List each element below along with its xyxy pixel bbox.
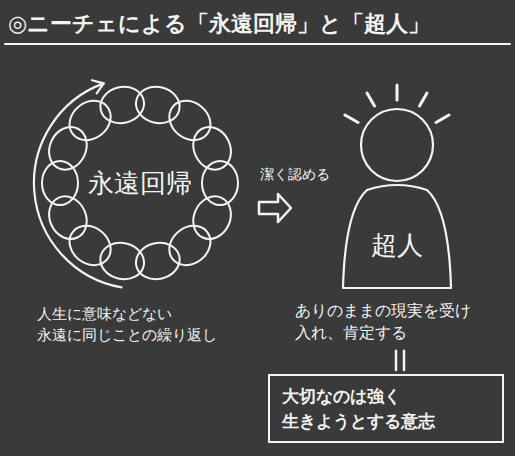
loop-ring bbox=[62, 218, 119, 274]
loop-ring bbox=[132, 239, 183, 284]
edge-label: 潔く認める bbox=[258, 166, 332, 184]
loop-ring bbox=[186, 121, 238, 176]
radiance-ray bbox=[396, 85, 399, 100]
equals-bar bbox=[403, 351, 406, 370]
block-arrow bbox=[259, 194, 291, 222]
eternal-recurrence-node: 永遠回帰人生に意味などない 永遠に同じことの繰り返し bbox=[25, 68, 255, 348]
equals-bar bbox=[395, 351, 398, 370]
node-caption: 人生に意味などない 永遠に同じことの繰り返し bbox=[37, 304, 247, 346]
box-text: 大切なのは強く 生きようとする意志 bbox=[282, 384, 490, 433]
person-head bbox=[361, 109, 433, 181]
loop-ring bbox=[97, 83, 148, 128]
connector bbox=[396, 351, 404, 370]
cycle-arrowhead bbox=[92, 80, 104, 93]
title-heading: ◎ニーチェによる「永遠回帰」と「超人」 bbox=[8, 9, 430, 39]
radiance-ray bbox=[436, 115, 449, 123]
title-underline bbox=[5, 43, 510, 45]
connector bbox=[259, 194, 291, 222]
loop-ring bbox=[186, 190, 238, 245]
superman-node: 超人ありのままの現実を受け 入れ、肯定する bbox=[295, 60, 505, 347]
node-caption: ありのままの現実を受け 入れ、肯定する bbox=[295, 300, 505, 345]
node-label: 超人 bbox=[371, 228, 423, 263]
conclusion-box: 大切なのは強く 生きようとする意志 bbox=[268, 374, 504, 443]
node-label: 永遠回帰 bbox=[88, 166, 192, 201]
radiance-ray bbox=[420, 93, 428, 106]
radiance-ray bbox=[345, 115, 358, 123]
person-body bbox=[343, 185, 451, 288]
loop-ring bbox=[161, 93, 218, 149]
radiance-ray bbox=[367, 93, 375, 106]
